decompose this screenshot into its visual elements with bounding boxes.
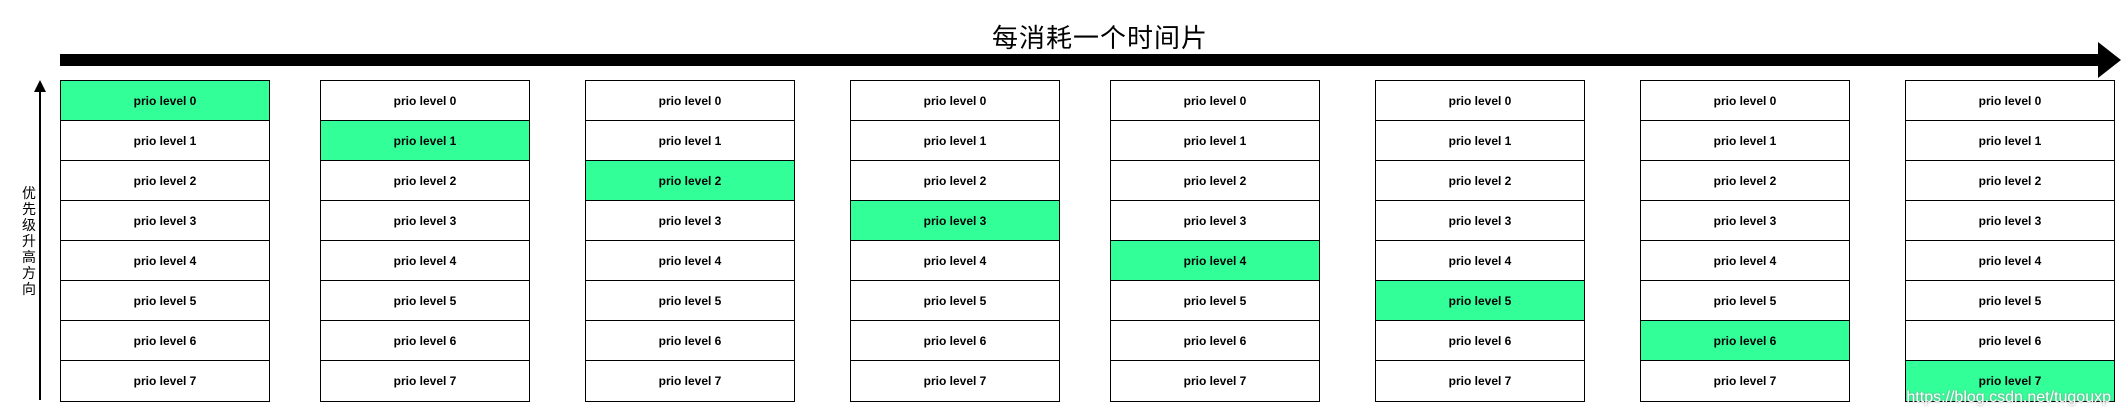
priority-cell: prio level 3 [1111, 201, 1319, 241]
priority-cell: prio level 3 [586, 201, 794, 241]
priority-cell: prio level 2 [1111, 161, 1319, 201]
priority-cell: prio level 6 [1111, 321, 1319, 361]
priority-cell: prio level 5 [1906, 281, 2114, 321]
priority-cell: prio level 0 [1111, 81, 1319, 121]
priority-cell: prio level 0 [586, 81, 794, 121]
priority-cell: prio level 1 [1111, 121, 1319, 161]
time-arrow-head [2098, 42, 2121, 78]
priority-cell-active: prio level 7 [1906, 361, 2114, 401]
priority-cell: prio level 1 [586, 121, 794, 161]
priority-cell-active: prio level 4 [1111, 241, 1319, 281]
priority-cell: prio level 5 [321, 281, 529, 321]
priority-cell: prio level 4 [851, 241, 1059, 281]
priority-cell: prio level 2 [851, 161, 1059, 201]
priority-cell: prio level 3 [1641, 201, 1849, 241]
priority-cell-active: prio level 2 [586, 161, 794, 201]
priority-cell: prio level 1 [1906, 121, 2114, 161]
priority-cell: prio level 6 [61, 321, 269, 361]
watermark: https://blog.csdn.net/tugouxp [1906, 389, 2111, 406]
priority-cell: prio level 1 [61, 121, 269, 161]
priority-cell: prio level 1 [1376, 121, 1584, 161]
priority-cell: prio level 0 [851, 81, 1059, 121]
priority-cell-active: prio level 5 [1376, 281, 1584, 321]
priority-cell: prio level 2 [61, 161, 269, 201]
priority-cell: prio level 5 [851, 281, 1059, 321]
priority-cell: prio level 6 [586, 321, 794, 361]
priority-cell: prio level 5 [586, 281, 794, 321]
priority-cell: prio level 1 [1641, 121, 1849, 161]
priority-cell: prio level 5 [61, 281, 269, 321]
priority-cell: prio level 3 [321, 201, 529, 241]
priority-cell: prio level 4 [1376, 241, 1584, 281]
priority-cell: prio level 6 [1376, 321, 1584, 361]
priority-cell: prio level 1 [851, 121, 1059, 161]
priority-cell: prio level 3 [1906, 201, 2114, 241]
priority-cell: prio level 7 [1376, 361, 1584, 401]
diagram-title: 每消耗一个时间片 [991, 24, 1208, 54]
priority-cell: prio level 0 [1641, 81, 1849, 121]
priority-cell: prio level 3 [61, 201, 269, 241]
priority-direction-label: 优先级升高方向 [22, 185, 36, 297]
priority-arrow-head [34, 80, 46, 92]
priority-cell: prio level 7 [1111, 361, 1319, 401]
priority-cell: prio level 2 [1376, 161, 1584, 201]
priority-cell: prio level 6 [1906, 321, 2114, 361]
priority-cell-active: prio level 3 [851, 201, 1059, 241]
priority-cell-active: prio level 6 [1641, 321, 1849, 361]
priority-cell: prio level 0 [1376, 81, 1584, 121]
priority-cell: prio level 2 [1906, 161, 2114, 201]
priority-cell: prio level 3 [1376, 201, 1584, 241]
priority-cell-active: prio level 0 [61, 81, 269, 121]
priority-cell: prio level 4 [61, 241, 269, 281]
priority-cell: prio level 7 [1641, 361, 1849, 401]
priority-cell: prio level 5 [1111, 281, 1319, 321]
priority-cell-active: prio level 1 [321, 121, 529, 161]
priority-cell: prio level 5 [1641, 281, 1849, 321]
priority-cell: prio level 2 [1641, 161, 1849, 201]
priority-cell: prio level 4 [1641, 241, 1849, 281]
priority-cell: prio level 4 [1906, 241, 2114, 281]
priority-cell: prio level 7 [61, 361, 269, 401]
priority-cell: prio level 2 [321, 161, 529, 201]
priority-cell: prio level 6 [851, 321, 1059, 361]
priority-cell: prio level 7 [851, 361, 1059, 401]
priority-cell: prio level 0 [321, 81, 529, 121]
priority-cell: prio level 7 [586, 361, 794, 401]
priority-cell: prio level 7 [321, 361, 529, 401]
priority-cell: prio level 4 [586, 241, 794, 281]
priority-cell: prio level 6 [321, 321, 529, 361]
priority-cell: prio level 0 [1906, 81, 2114, 121]
priority-cell: prio level 4 [321, 241, 529, 281]
